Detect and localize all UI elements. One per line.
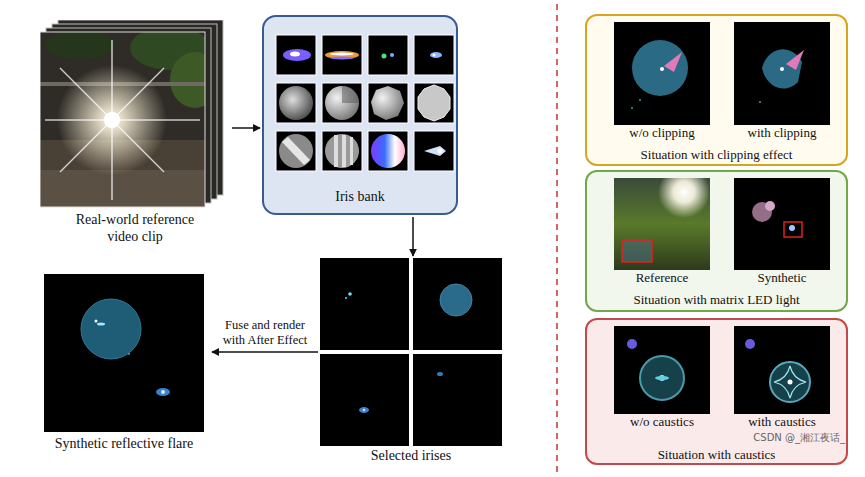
- iris-thumbnails: [264, 17, 456, 177]
- node-text: Iris bank: [264, 189, 456, 206]
- edge-label: Fuse and render with After Effect: [213, 318, 317, 348]
- image-tile: w/o caustics: [612, 326, 712, 430]
- node-text: with caustics: [732, 414, 832, 430]
- situation-panel: Situation with matrix LED light Referenc…: [585, 170, 848, 312]
- photo-stack-node: Real-world reference video clip: [40, 20, 230, 246]
- iris-bank-panel: Iris bank: [262, 15, 458, 215]
- node-text: with clipping: [732, 125, 832, 141]
- video-clip-photos: [40, 20, 230, 210]
- node-text: Situation with clipping effect: [587, 147, 846, 163]
- flow-arrow: [412, 217, 414, 256]
- node-text: w/o caustics: [612, 414, 712, 430]
- node-text: Synthetic: [732, 270, 832, 286]
- label-box: CSDN @_湘江夜话_: [735, 432, 845, 444]
- node-text: Reference: [612, 270, 712, 286]
- flow-arrow: [212, 351, 318, 353]
- flare-image: [732, 22, 832, 125]
- image-tile: Synthetic: [732, 178, 832, 286]
- node-text: Selected irises: [320, 448, 502, 465]
- node-text: Synthetic reflective flare: [38, 436, 210, 453]
- watermark: CSDN @_湘江夜话_: [735, 432, 845, 444]
- node-text: w/o clipping: [612, 125, 712, 141]
- flow-arrow: [232, 127, 260, 129]
- flare-image: [732, 326, 832, 414]
- synthetic-flare-image: [41, 274, 207, 434]
- image-tile: with clipping: [732, 22, 832, 141]
- selected-iris-images: [320, 258, 502, 446]
- situation-panel: Situation with clipping effect w/o clipp…: [585, 14, 848, 166]
- image-tile: Reference: [612, 178, 712, 286]
- node-text: Situation with caustics: [587, 447, 846, 463]
- edge-label-box: Fuse and render with After Effect: [213, 318, 317, 348]
- image-tile: with caustics: [732, 326, 832, 430]
- selected-irises-node: Selected irises: [320, 258, 502, 465]
- flare-image: [612, 22, 712, 125]
- synthetic-flare-node: Synthetic reflective flare: [38, 274, 210, 453]
- photo-image: [612, 178, 712, 270]
- flare-image: [732, 178, 832, 270]
- divider-line: [556, 4, 558, 473]
- node-text: Real-world reference video clip: [65, 212, 205, 246]
- flare-image: [612, 326, 712, 414]
- image-tile: w/o clipping: [612, 22, 712, 141]
- node-text: Situation with matrix LED light: [587, 292, 846, 308]
